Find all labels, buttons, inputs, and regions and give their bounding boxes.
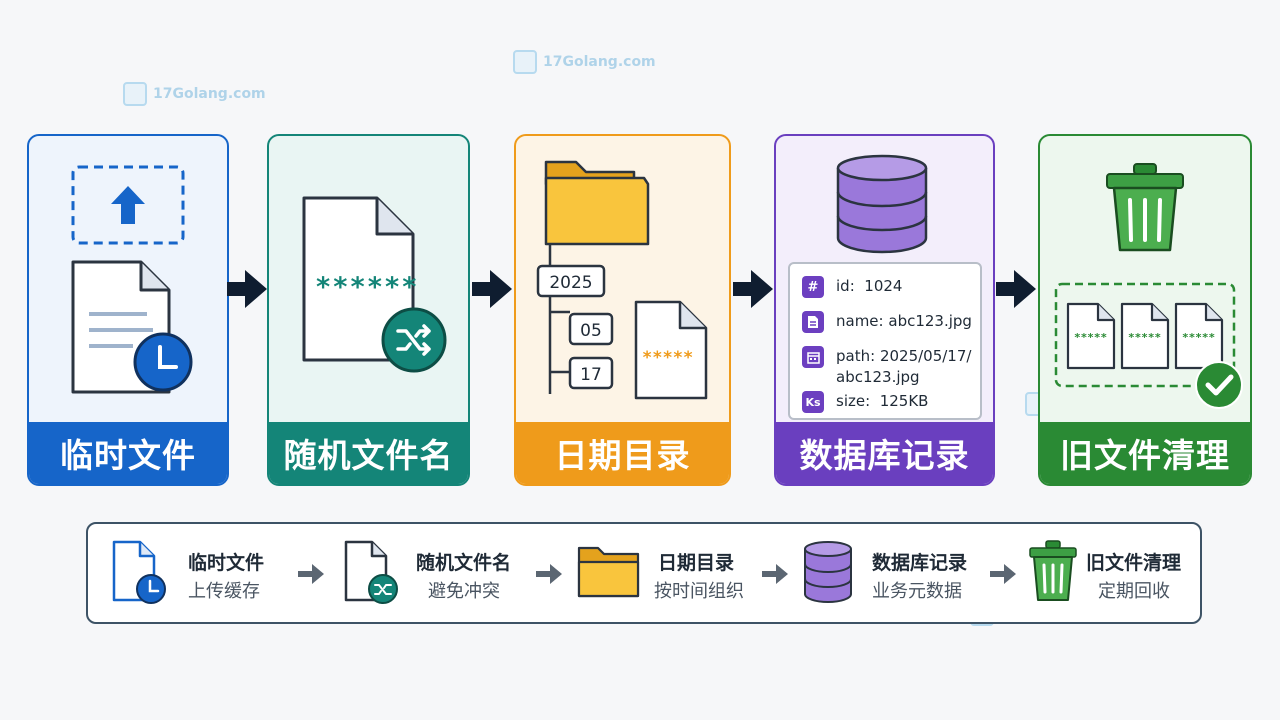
arrow-right-icon xyxy=(990,564,1016,584)
flow-arrow-icon xyxy=(227,270,267,308)
legend-title: 旧文件清理 xyxy=(1086,552,1182,574)
record-name-value: abc123.jpg xyxy=(888,312,972,330)
masked-file: ***** xyxy=(642,348,694,368)
flow-arrow-icon xyxy=(472,270,512,308)
old-file-mask: ***** xyxy=(1128,331,1162,344)
legend-subtitle: 上传缓存 xyxy=(188,581,260,602)
arrow-right-icon xyxy=(536,564,562,584)
step-card-cleanup: ***** ***** ***** 旧文件清理 xyxy=(1038,134,1252,486)
old-files-group xyxy=(1054,282,1236,388)
legend-title: 临时文件 xyxy=(188,552,265,574)
arrow-right-icon xyxy=(298,564,324,584)
legend-subtitle: 按时间组织 xyxy=(654,581,744,602)
record-size-value: 125KB xyxy=(879,392,929,410)
record-id-value: 1024 xyxy=(864,277,903,295)
flow-arrow-icon xyxy=(996,270,1036,308)
document-icon xyxy=(802,311,824,333)
legend-title: 随机文件名 xyxy=(416,552,512,574)
step-card-random-name: ****** 随机文件名 xyxy=(267,134,470,486)
step-card-database-record: # id: 1024 name: abc123.jpg path: 2025/0… xyxy=(774,134,995,486)
record-id-row: # id: 1024 xyxy=(802,276,902,298)
temp-file-icon xyxy=(112,540,166,604)
watermark: 17Golang.com xyxy=(123,82,266,106)
legend-title: 日期目录 xyxy=(658,552,735,574)
record-path-value: 2025/05/17/ xyxy=(879,347,972,365)
step-label: 日期目录 xyxy=(516,422,729,484)
database-icon xyxy=(836,154,928,254)
step-label: 临时文件 xyxy=(29,422,227,484)
random-name-icon xyxy=(344,540,398,604)
check-circle-icon xyxy=(1195,361,1243,409)
watermark-logo-icon xyxy=(513,50,537,74)
legend-subtitle: 业务元数据 xyxy=(872,581,962,602)
record-panel: # id: 1024 name: abc123.jpg path: 2025/0… xyxy=(788,262,982,420)
record-path-value-cont: abc123.jpg xyxy=(836,368,920,386)
flow-arrow-icon xyxy=(733,270,773,308)
random-name-icon xyxy=(302,196,447,373)
arrow-right-icon xyxy=(762,564,788,584)
record-name-row: name: abc123.jpg xyxy=(802,311,972,333)
old-file-mask: ***** xyxy=(1074,331,1108,344)
step-card-date-directory: 2025 05 17 ***** 日期目录 xyxy=(514,134,731,486)
calendar-icon xyxy=(802,346,824,368)
date-folder-icon xyxy=(536,160,708,400)
legend-subtitle: 避免冲突 xyxy=(428,581,500,602)
month-folder-label: 05 xyxy=(580,321,602,341)
trash-icon xyxy=(1029,540,1077,601)
watermark: 17Golang.com xyxy=(513,50,656,74)
database-icon xyxy=(804,541,852,603)
day-folder-label: 17 xyxy=(580,365,602,385)
masked-filename: ****** xyxy=(315,272,419,303)
step-card-temp-file: 临时文件 xyxy=(27,134,229,486)
legend-panel: 临时文件 上传缓存 随机文件名 避免冲突 日期目录 按时间组织 数据库记录 业务… xyxy=(86,522,1202,624)
step-label: 随机文件名 xyxy=(269,422,468,484)
folder-icon xyxy=(577,546,640,598)
record-path-row: path: 2025/05/17/abc123.jpg xyxy=(802,346,971,388)
legend-title: 数据库记录 xyxy=(872,552,968,574)
temp-file-icon xyxy=(71,165,193,394)
step-label: 旧文件清理 xyxy=(1040,422,1250,484)
old-file-mask: ***** xyxy=(1182,331,1216,344)
hash-icon: # xyxy=(802,276,824,298)
size-icon: Ks xyxy=(802,391,824,413)
watermark-logo-icon xyxy=(123,82,147,106)
record-size-row: Ks size: 125KB xyxy=(802,391,928,413)
step-label: 数据库记录 xyxy=(776,422,993,484)
trash-icon xyxy=(1106,163,1184,252)
year-folder-label: 2025 xyxy=(549,273,593,293)
legend-subtitle: 定期回收 xyxy=(1098,581,1170,602)
